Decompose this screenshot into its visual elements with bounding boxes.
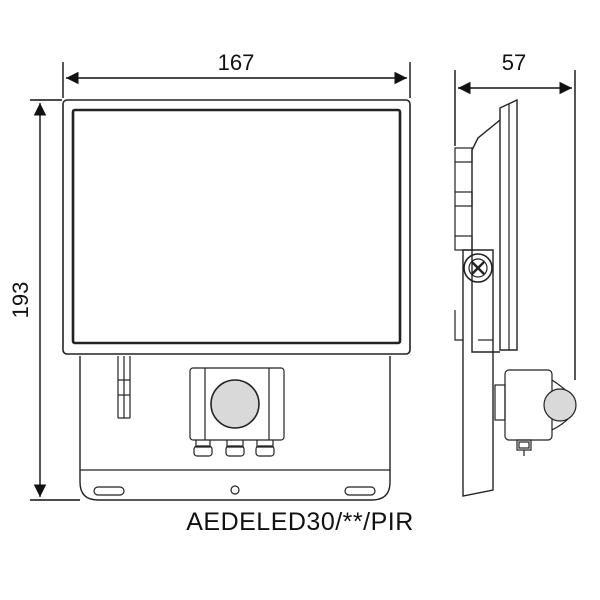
height-dimension-label: 193: [8, 282, 33, 319]
dimension-lines: [30, 62, 576, 501]
sensor-knob-1: [193, 445, 213, 457]
heat-sink-fins: [454, 147, 473, 251]
lamp-housing: [62, 99, 411, 355]
side-pir-sensor: [494, 369, 577, 456]
side-housing: [471, 119, 501, 353]
side-bracket-arm: [462, 249, 494, 497]
cable: [117, 356, 131, 419]
pivot-screw: [463, 253, 493, 283]
mounting-slot-left: [93, 486, 125, 496]
front-view: [62, 99, 411, 501]
mounting-hole: [230, 485, 240, 495]
width-dimension-label: 167: [218, 50, 255, 75]
side-pir-lens: [543, 388, 577, 422]
sensor-knob-2: [225, 445, 245, 457]
pir-lens: [210, 379, 260, 429]
side-front-face: [499, 98, 518, 351]
mounting-bracket: [79, 356, 391, 501]
depth-dimension-label: 57: [502, 50, 526, 75]
sensor-knob-3: [255, 445, 275, 457]
lamp-lens: [71, 108, 402, 345]
model-caption: AEDELED30/**/PIR: [186, 508, 414, 536]
side-view: [454, 98, 577, 497]
mounting-slot-right: [344, 486, 376, 496]
pir-sensor: [189, 367, 285, 457]
